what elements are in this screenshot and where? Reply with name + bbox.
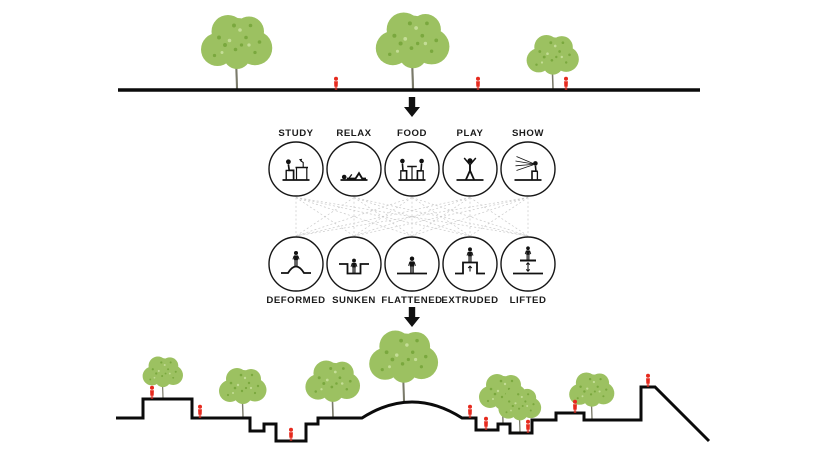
person-figure — [564, 76, 568, 90]
person-figure — [573, 399, 577, 413]
activity-circle — [326, 141, 382, 197]
operation-row: DEFORMED SUNKEN FLATTENED — [266, 236, 556, 306]
activity-label: PLAY — [457, 128, 484, 139]
tree — [368, 329, 440, 405]
connector-line — [353, 197, 471, 237]
connector-line — [295, 197, 529, 237]
activity-node-relax: RELAX — [326, 128, 382, 197]
transformed-terrain-scene — [116, 329, 711, 443]
operation-node-lifted: LIFTED — [500, 236, 556, 306]
activity-circle — [500, 141, 556, 197]
connector-line — [469, 197, 529, 237]
arrow-down-icon — [404, 97, 420, 117]
arrow-down-icon — [404, 307, 420, 327]
operation-label: DEFORMED — [266, 295, 325, 306]
person-figure — [334, 76, 338, 90]
terrain-profile-line — [116, 385, 711, 443]
operation-label: LIFTED — [510, 295, 547, 306]
person-figure — [484, 416, 488, 430]
activity-node-study: STUDY — [268, 128, 324, 197]
operation-label: SUNKEN — [332, 295, 376, 306]
person-figure — [150, 385, 154, 399]
play-icon — [456, 157, 484, 181]
study-icon — [282, 158, 310, 181]
operation-circle — [442, 236, 498, 292]
flat-site-scene — [118, 11, 700, 92]
person-figure — [526, 419, 530, 433]
person-figure — [646, 373, 650, 387]
connector-line — [295, 197, 355, 237]
operation-node-extruded: EXTRUDED — [441, 236, 498, 306]
tree — [304, 359, 361, 419]
connector-line — [295, 197, 413, 237]
person-figure — [476, 76, 480, 90]
connector-line — [295, 197, 529, 237]
lifted-terrain-icon — [513, 245, 543, 275]
sunken-terrain-icon — [339, 258, 369, 275]
activity-label: SHOW — [512, 128, 544, 139]
connector-line — [295, 197, 471, 237]
activity-label: RELAX — [336, 128, 371, 139]
operation-circle — [268, 236, 324, 292]
relax-icon — [340, 171, 368, 181]
flattened-terrain-icon — [397, 255, 427, 275]
connector-line — [411, 197, 529, 237]
activity-node-play: PLAY — [442, 128, 498, 197]
activity-row: STUDY RELAX — [268, 128, 556, 197]
deformed-terrain-icon — [281, 250, 311, 274]
operation-label: FLATTENED — [381, 295, 442, 306]
connector-line — [353, 197, 529, 237]
tree — [374, 11, 451, 92]
activity-label: STUDY — [278, 128, 313, 139]
activity-node-food: FOOD — [384, 128, 440, 197]
tree — [525, 34, 580, 91]
connector-line — [411, 197, 529, 237]
food-icon — [398, 158, 426, 181]
connector-line — [353, 197, 471, 237]
extruded-terrain-icon — [455, 246, 485, 275]
activity-label: FOOD — [397, 128, 427, 139]
person-figure — [289, 427, 293, 441]
tree — [199, 13, 274, 92]
operation-node-deformed: DEFORMED — [266, 236, 325, 306]
operation-label: EXTRUDED — [441, 295, 498, 306]
tree — [218, 367, 268, 419]
tree — [142, 355, 184, 400]
connection-lines — [295, 197, 529, 237]
person-figure — [198, 404, 202, 418]
show-icon — [514, 156, 542, 181]
operation-node-sunken: SUNKEN — [326, 236, 382, 306]
activity-node-show: SHOW — [500, 128, 556, 197]
connector-line — [295, 197, 413, 237]
operation-node-flattened: FLATTENED — [381, 236, 442, 306]
person-figure — [468, 404, 472, 418]
